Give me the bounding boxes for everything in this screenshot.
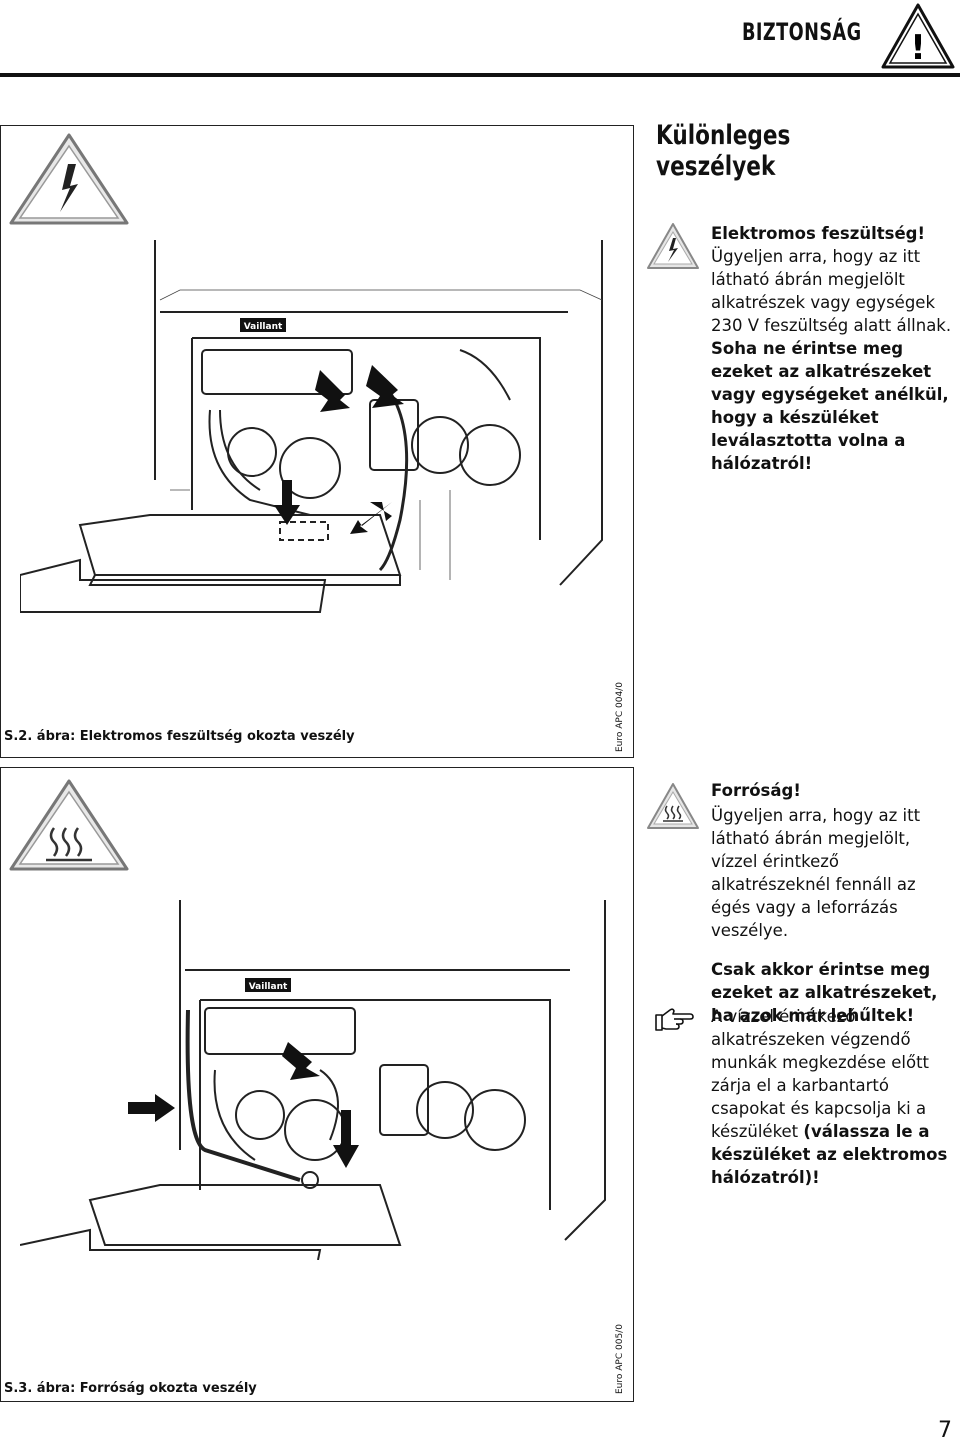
note-text-bold: (válassza le a készüléket az elektromos … <box>711 1122 948 1187</box>
figure-2-frame <box>0 125 634 758</box>
electric-heading: Elektromos feszültség! <box>711 224 925 243</box>
pointing-hand-icon <box>655 1008 694 1031</box>
heat-warning: Csak akkor érintse meg ezeket az alkatré… <box>711 960 938 1025</box>
figure-2-caption: S.2. ábra: Elektromos feszültség okozta … <box>4 729 355 744</box>
electric-text-block: Elektromos feszültség! Ügyeljen arra, ho… <box>711 222 956 475</box>
figure-2-boiler-drawing: Vaillant <box>20 240 603 613</box>
svg-text:!: ! <box>910 28 926 68</box>
figure-3-brand-label: Vaillant <box>249 982 288 992</box>
heat-heading: Forróság! <box>711 781 801 800</box>
electric-warning: Soha ne érintse meg ezeket az alkatrésze… <box>711 339 949 473</box>
section-title: Különleges veszélyek <box>656 120 791 182</box>
header-rule <box>0 73 960 77</box>
electric-body: Ügyeljen arra, hogy az itt látható ábrán… <box>711 247 952 335</box>
header-title: BIZTONSÁG <box>742 18 862 46</box>
heat-warning-icon <box>9 779 129 871</box>
note-text: A vízzel érintkező alkatrészeken végzend… <box>711 1005 956 1189</box>
figure-3-frame <box>0 767 634 1402</box>
figure-2-brand-label: Vaillant <box>244 322 283 332</box>
figure-3-caption: S.3. ábra: Forróság okozta veszély <box>4 1381 257 1396</box>
note-text-normal: A vízzel érintkező alkatrészeken végzend… <box>711 1007 930 1141</box>
heat-text-block: Forróság! Ügyeljen arra, hogy az itt lát… <box>711 779 956 1027</box>
page-number: 7 <box>938 1418 952 1443</box>
figure-3-boiler-drawing: Vaillant <box>20 900 606 1260</box>
exclamation-warning-icon: ! <box>881 3 955 69</box>
figure-2-code: Euro APC 004/0 <box>615 682 625 752</box>
heat-body: Ügyeljen arra, hogy az itt látható ábrán… <box>711 806 921 940</box>
electric-warning-small-icon <box>647 223 699 269</box>
heat-warning-small-icon <box>647 783 699 829</box>
electric-warning-icon <box>9 133 129 225</box>
figure-3-code: Euro APC 005/0 <box>615 1324 625 1394</box>
